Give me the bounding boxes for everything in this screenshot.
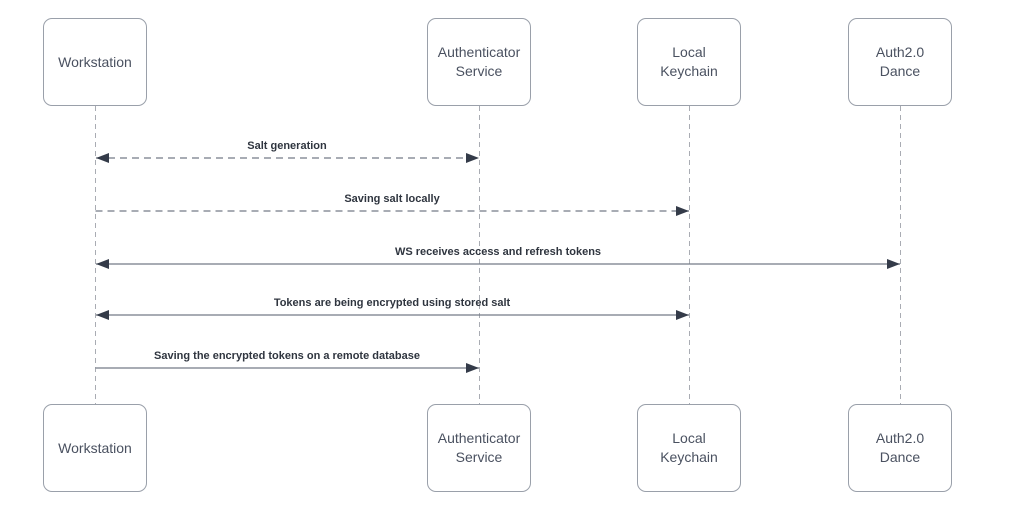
actor-box-auth20-dance-top: Auth2.0 Dance bbox=[848, 18, 952, 106]
actor-box-authenticator-service-top: Authenticator Service bbox=[427, 18, 531, 106]
actor-box-authenticator-service-bottom: Authenticator Service bbox=[427, 404, 531, 492]
message-label-saving-salt-locally: Saving salt locally bbox=[344, 193, 440, 205]
actor-box-workstation-top: Workstation bbox=[43, 18, 147, 106]
actor-box-local-keychain-top: Local Keychain bbox=[637, 18, 741, 106]
message-label-ws-receives-tokens: WS receives access and refresh tokens bbox=[394, 246, 602, 258]
actor-box-workstation-bottom: Workstation bbox=[43, 404, 147, 492]
message-label-tokens-encrypted: Tokens are being encrypted using stored … bbox=[273, 297, 511, 309]
actor-box-auth20-dance-bottom: Auth2.0 Dance bbox=[848, 404, 952, 492]
message-label-salt-generation: Salt generation bbox=[247, 140, 327, 152]
actor-box-local-keychain-bottom: Local Keychain bbox=[637, 404, 741, 492]
message-label-saving-encrypted-tokens: Saving the encrypted tokens on a remote … bbox=[154, 350, 420, 362]
